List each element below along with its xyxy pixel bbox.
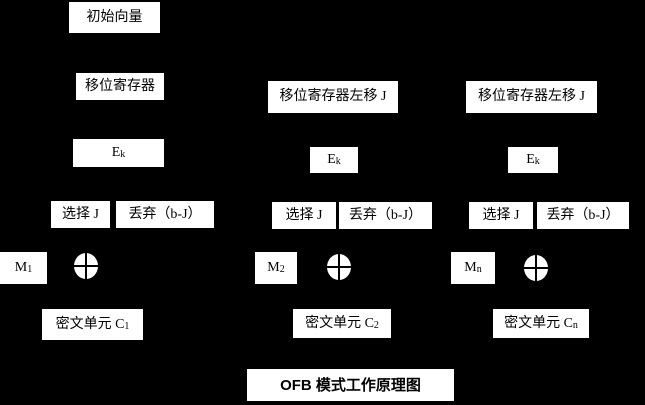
- encrypt-sub-3: k: [534, 156, 540, 167]
- shift-register-left-box-3: 移位寄存器左移 J: [466, 81, 597, 113]
- select-box-2: 选择 J: [272, 202, 336, 229]
- shift-register-left-label-3: 移位寄存器左移 J: [478, 89, 585, 104]
- shift-register-box-1: 移位寄存器: [76, 73, 164, 100]
- ciphertext-label-1: 密文单元 C: [55, 316, 125, 332]
- select-label-2: 选择 J: [285, 207, 323, 223]
- shift-register-label-1: 移位寄存器: [85, 78, 155, 94]
- message-label-1: M: [14, 260, 28, 275]
- discard-label-2: 丢弃（b-J）: [348, 207, 423, 223]
- encrypt-label-1: E: [111, 145, 121, 160]
- encrypt-label-2: E: [327, 152, 336, 167]
- select-box-3: 选择 J: [469, 202, 533, 229]
- select-label-3: 选择 J: [482, 207, 520, 223]
- diagram-title: OFB 模式工作原理图: [247, 369, 454, 401]
- discard-box-3: 丢弃（b-J）: [537, 202, 629, 229]
- ciphertext-sub-n: n: [572, 319, 578, 331]
- select-label-1: 选择 J: [62, 206, 99, 222]
- shift-register-left-label-2: 移位寄存器左移 J: [279, 89, 387, 104]
- diagram-title-label: OFB 模式工作原理图: [280, 376, 421, 394]
- message-sub-2: 2: [279, 264, 285, 275]
- shift-register-left-box-2: 移位寄存器左移 J: [268, 81, 398, 113]
- xor-icon: [327, 254, 351, 280]
- ciphertext-sub-2: 2: [373, 319, 379, 331]
- ciphertext-label-2: 密文单元 C: [305, 315, 374, 331]
- discard-box-1: 丢弃（b-J）: [116, 201, 214, 228]
- ciphertext-label-n: 密文单元 C: [504, 315, 573, 331]
- xor-icon: [524, 255, 548, 281]
- discard-box-2: 丢弃（b-J）: [339, 202, 432, 229]
- message-label-2: M: [267, 260, 280, 275]
- encrypt-sub-2: k: [335, 156, 341, 167]
- xor-icon: [74, 253, 98, 279]
- message-sub-n: n: [476, 264, 482, 275]
- discard-label-1: 丢弃（b-J）: [128, 206, 202, 222]
- select-box-1: 选择 J: [51, 201, 110, 228]
- init-vector-box: 初始向量: [69, 2, 160, 33]
- encrypt-sub-1: k: [120, 149, 126, 160]
- init-vector-label: 初始向量: [86, 9, 143, 25]
- discard-label-3: 丢弃（b-J）: [546, 207, 620, 223]
- message-label-n: M: [464, 260, 477, 275]
- message-sub-1: 1: [27, 264, 33, 275]
- encrypt-label-3: E: [526, 152, 535, 167]
- ciphertext-sub-1: 1: [124, 320, 130, 332]
